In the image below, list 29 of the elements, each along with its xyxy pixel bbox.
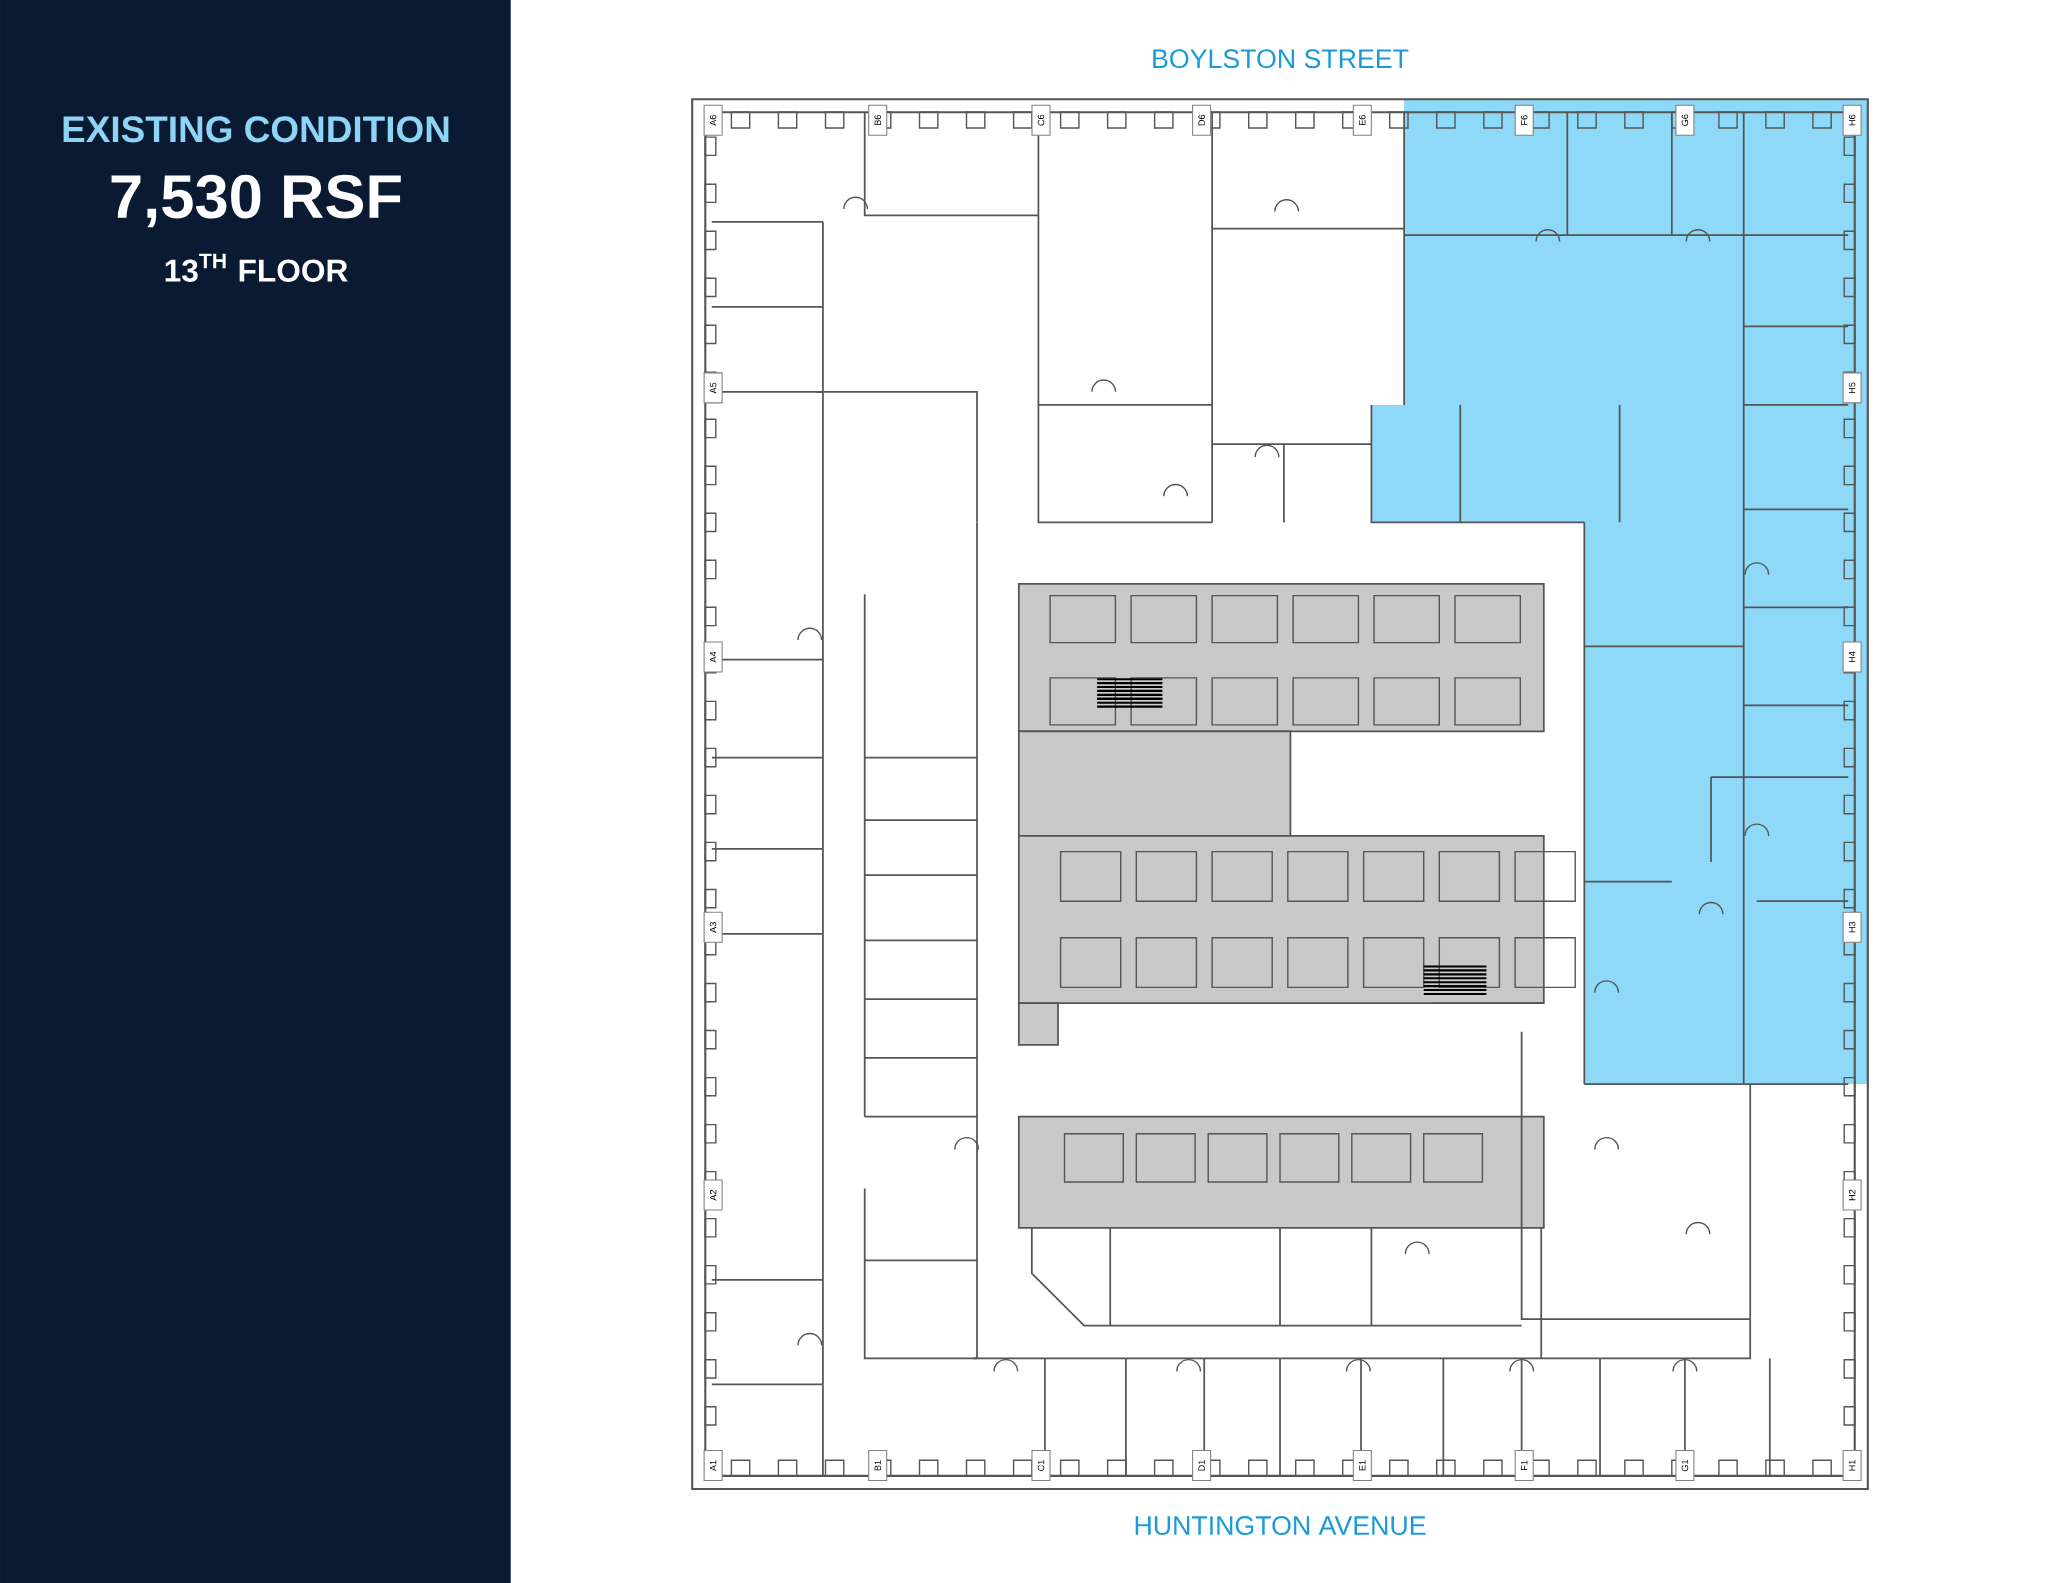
column-tag: C1 bbox=[1031, 1449, 1051, 1482]
floor-label: 13$^{TH}$ FLOOR bbox=[165, 253, 348, 282]
column-tag: E1 bbox=[1352, 1449, 1372, 1482]
column-tag: A5 bbox=[703, 372, 723, 404]
column-tag: A2 bbox=[703, 1179, 723, 1211]
column-tag: H1 bbox=[1842, 1449, 1862, 1482]
column-tag: H6 bbox=[1842, 104, 1862, 136]
column-tag: H3 bbox=[1842, 911, 1862, 943]
column-tag: G1 bbox=[1675, 1449, 1695, 1482]
column-tag: H4 bbox=[1842, 641, 1862, 673]
column-tag: B6 bbox=[868, 104, 888, 136]
column-tag: F1 bbox=[1514, 1449, 1534, 1482]
column-tag: G6 bbox=[1675, 104, 1695, 136]
street-name: HUNTINGTON AVENUE bbox=[1135, 1516, 1426, 1536]
column-tag: H2 bbox=[1842, 1179, 1862, 1211]
column-tag: A4 bbox=[703, 641, 723, 673]
column-tag: H5 bbox=[1842, 372, 1862, 404]
column-tag: B1 bbox=[868, 1449, 888, 1482]
column-tag: E6 bbox=[1352, 104, 1372, 136]
column-tag: D6 bbox=[1192, 104, 1212, 136]
column-tag: A6 bbox=[703, 104, 723, 136]
column-tag: D1 bbox=[1192, 1449, 1212, 1482]
column-tag: C6 bbox=[1031, 104, 1051, 136]
area-figure: 7,530 RSF bbox=[111, 174, 401, 228]
street-name: BOYLSTON STREET bbox=[1153, 49, 1409, 69]
heading: EXISTING CONDITION bbox=[63, 116, 449, 143]
column-tag: A1 bbox=[703, 1449, 723, 1482]
column-tag: F6 bbox=[1514, 104, 1534, 136]
column-tag: A3 bbox=[703, 911, 723, 943]
